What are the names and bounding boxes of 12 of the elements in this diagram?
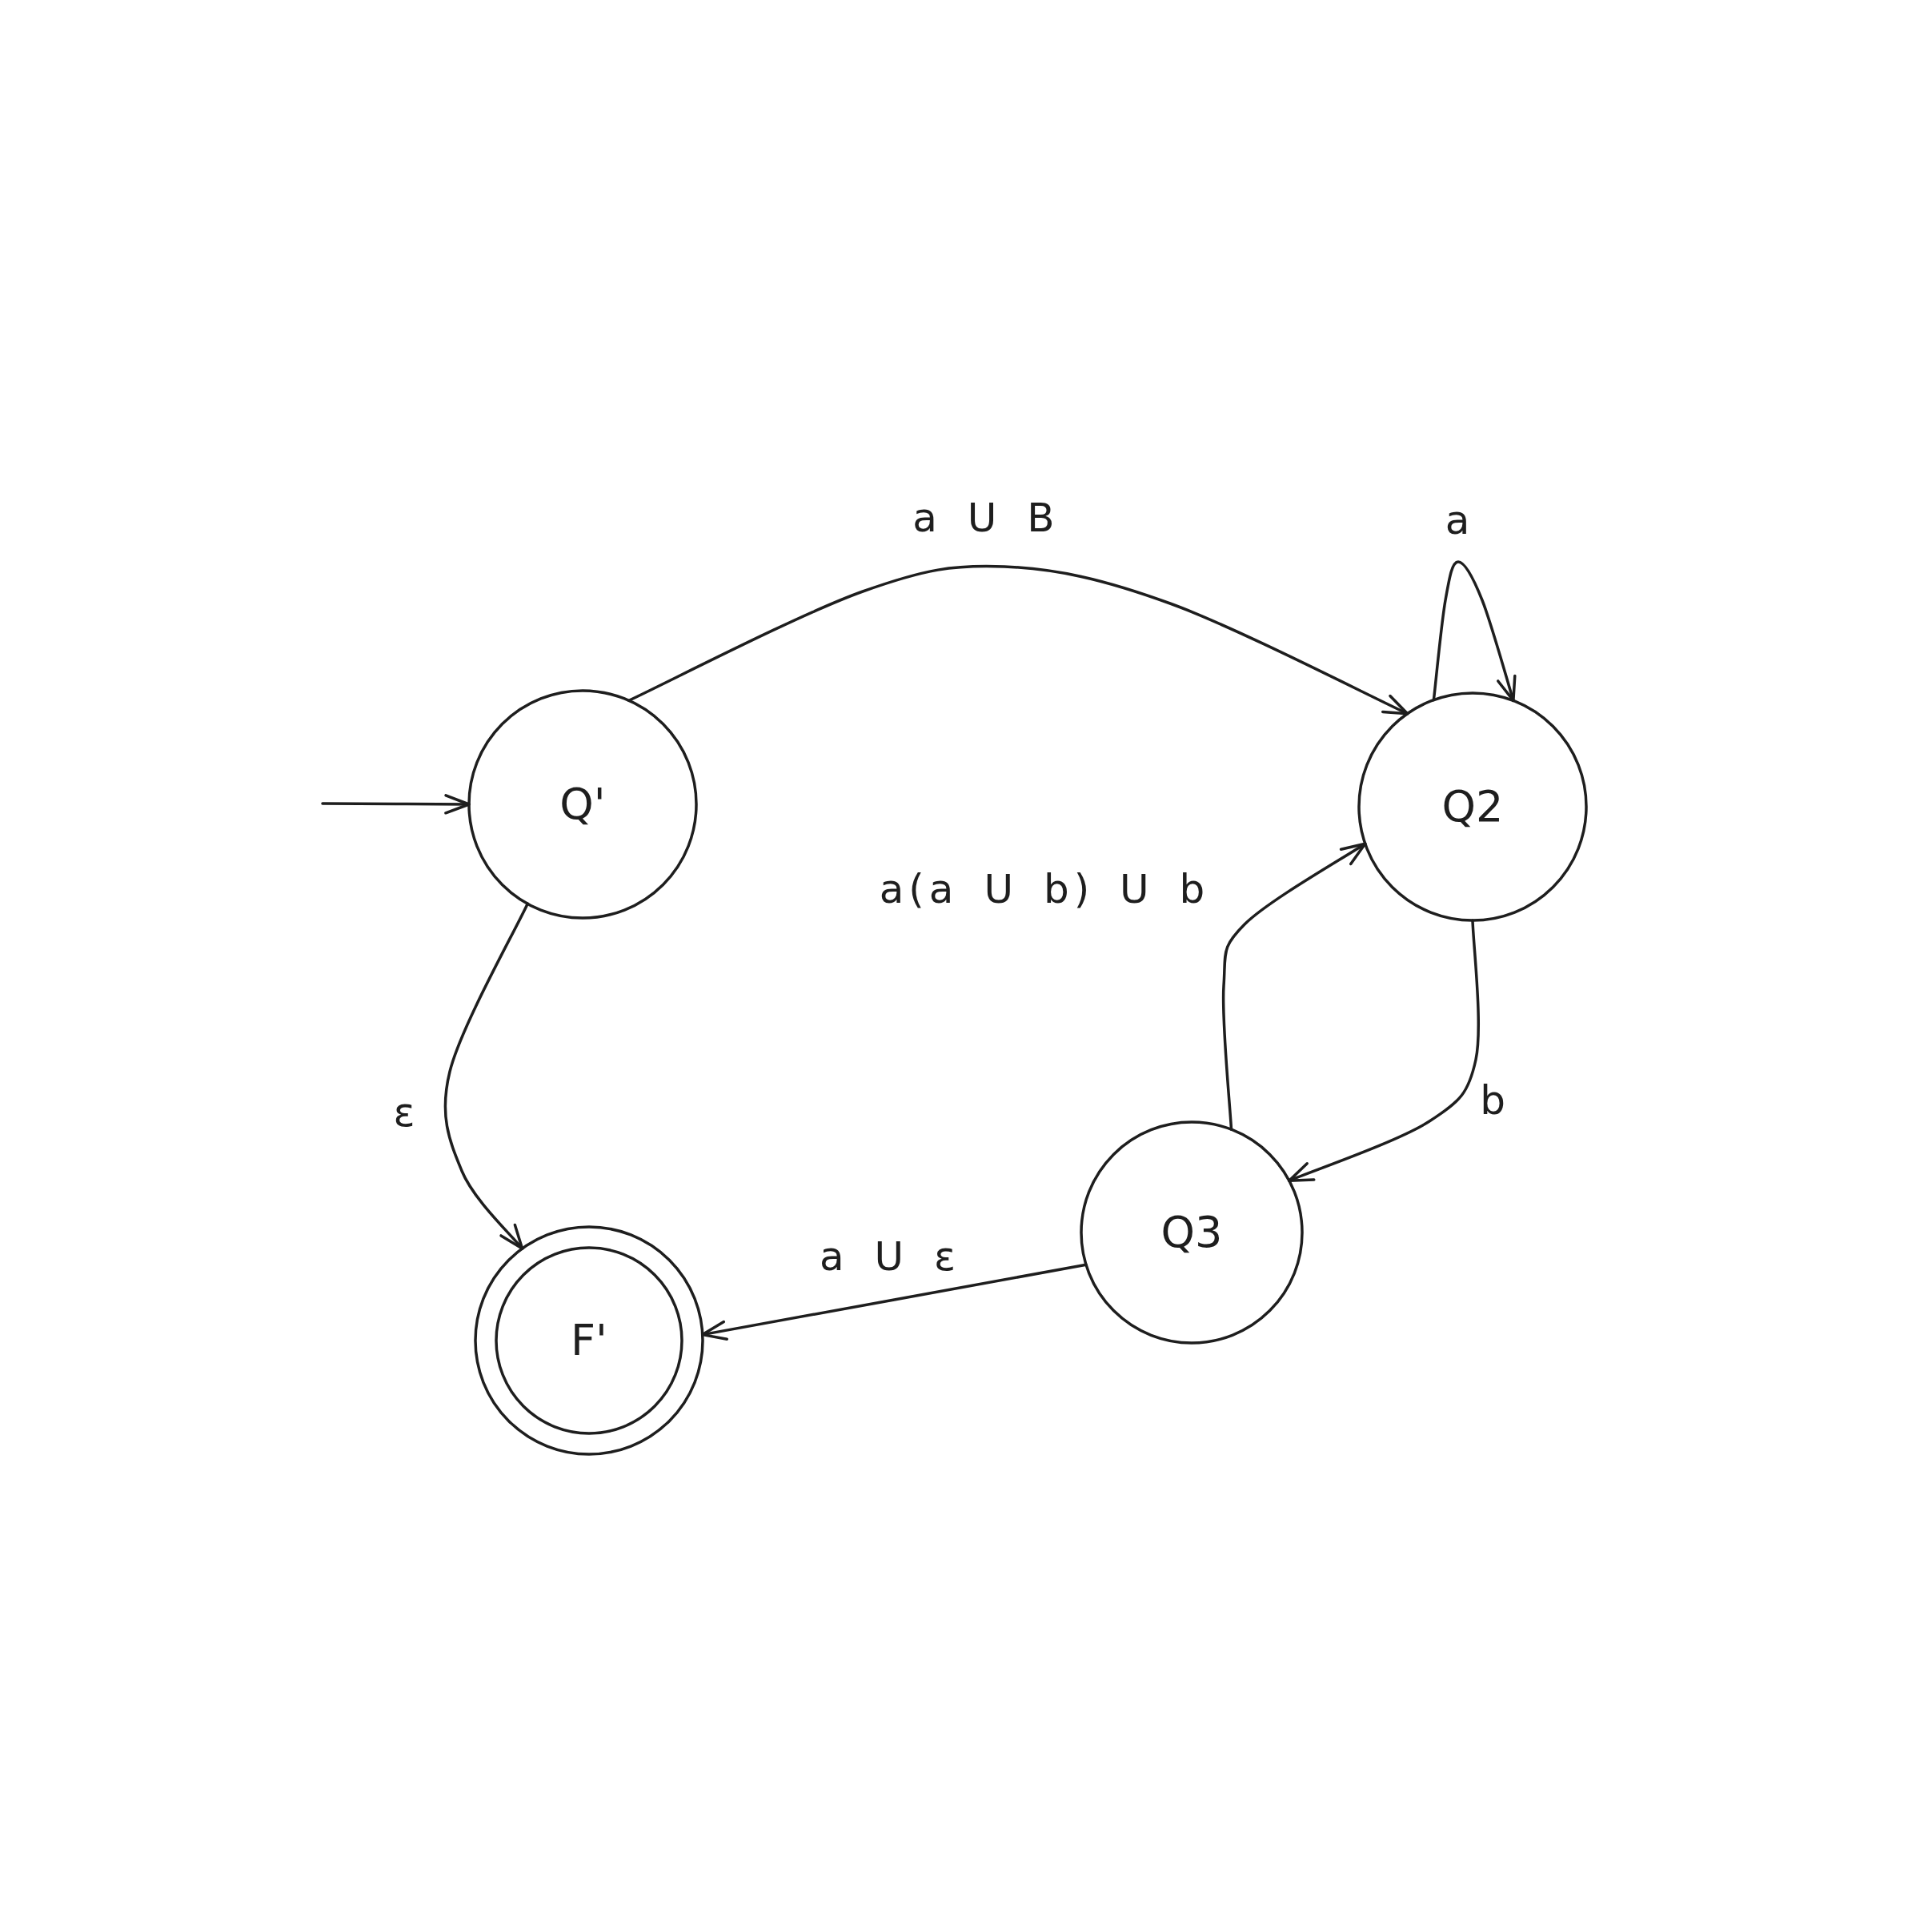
transition-arrow bbox=[701, 1263, 1088, 1341]
state-label: Q2 bbox=[1441, 783, 1504, 831]
state-circle bbox=[1356, 690, 1589, 924]
state-label: F' bbox=[571, 1317, 607, 1365]
double-circle bbox=[472, 1224, 706, 1457]
transition-arrow bbox=[1221, 842, 1367, 1131]
state-label: Q3 bbox=[1160, 1209, 1223, 1257]
state-circle bbox=[1078, 1119, 1305, 1346]
transition-arrow bbox=[627, 564, 1409, 715]
transition-arrow bbox=[443, 902, 529, 1250]
state-circle bbox=[466, 687, 699, 921]
state-label: Q' bbox=[559, 780, 606, 828]
